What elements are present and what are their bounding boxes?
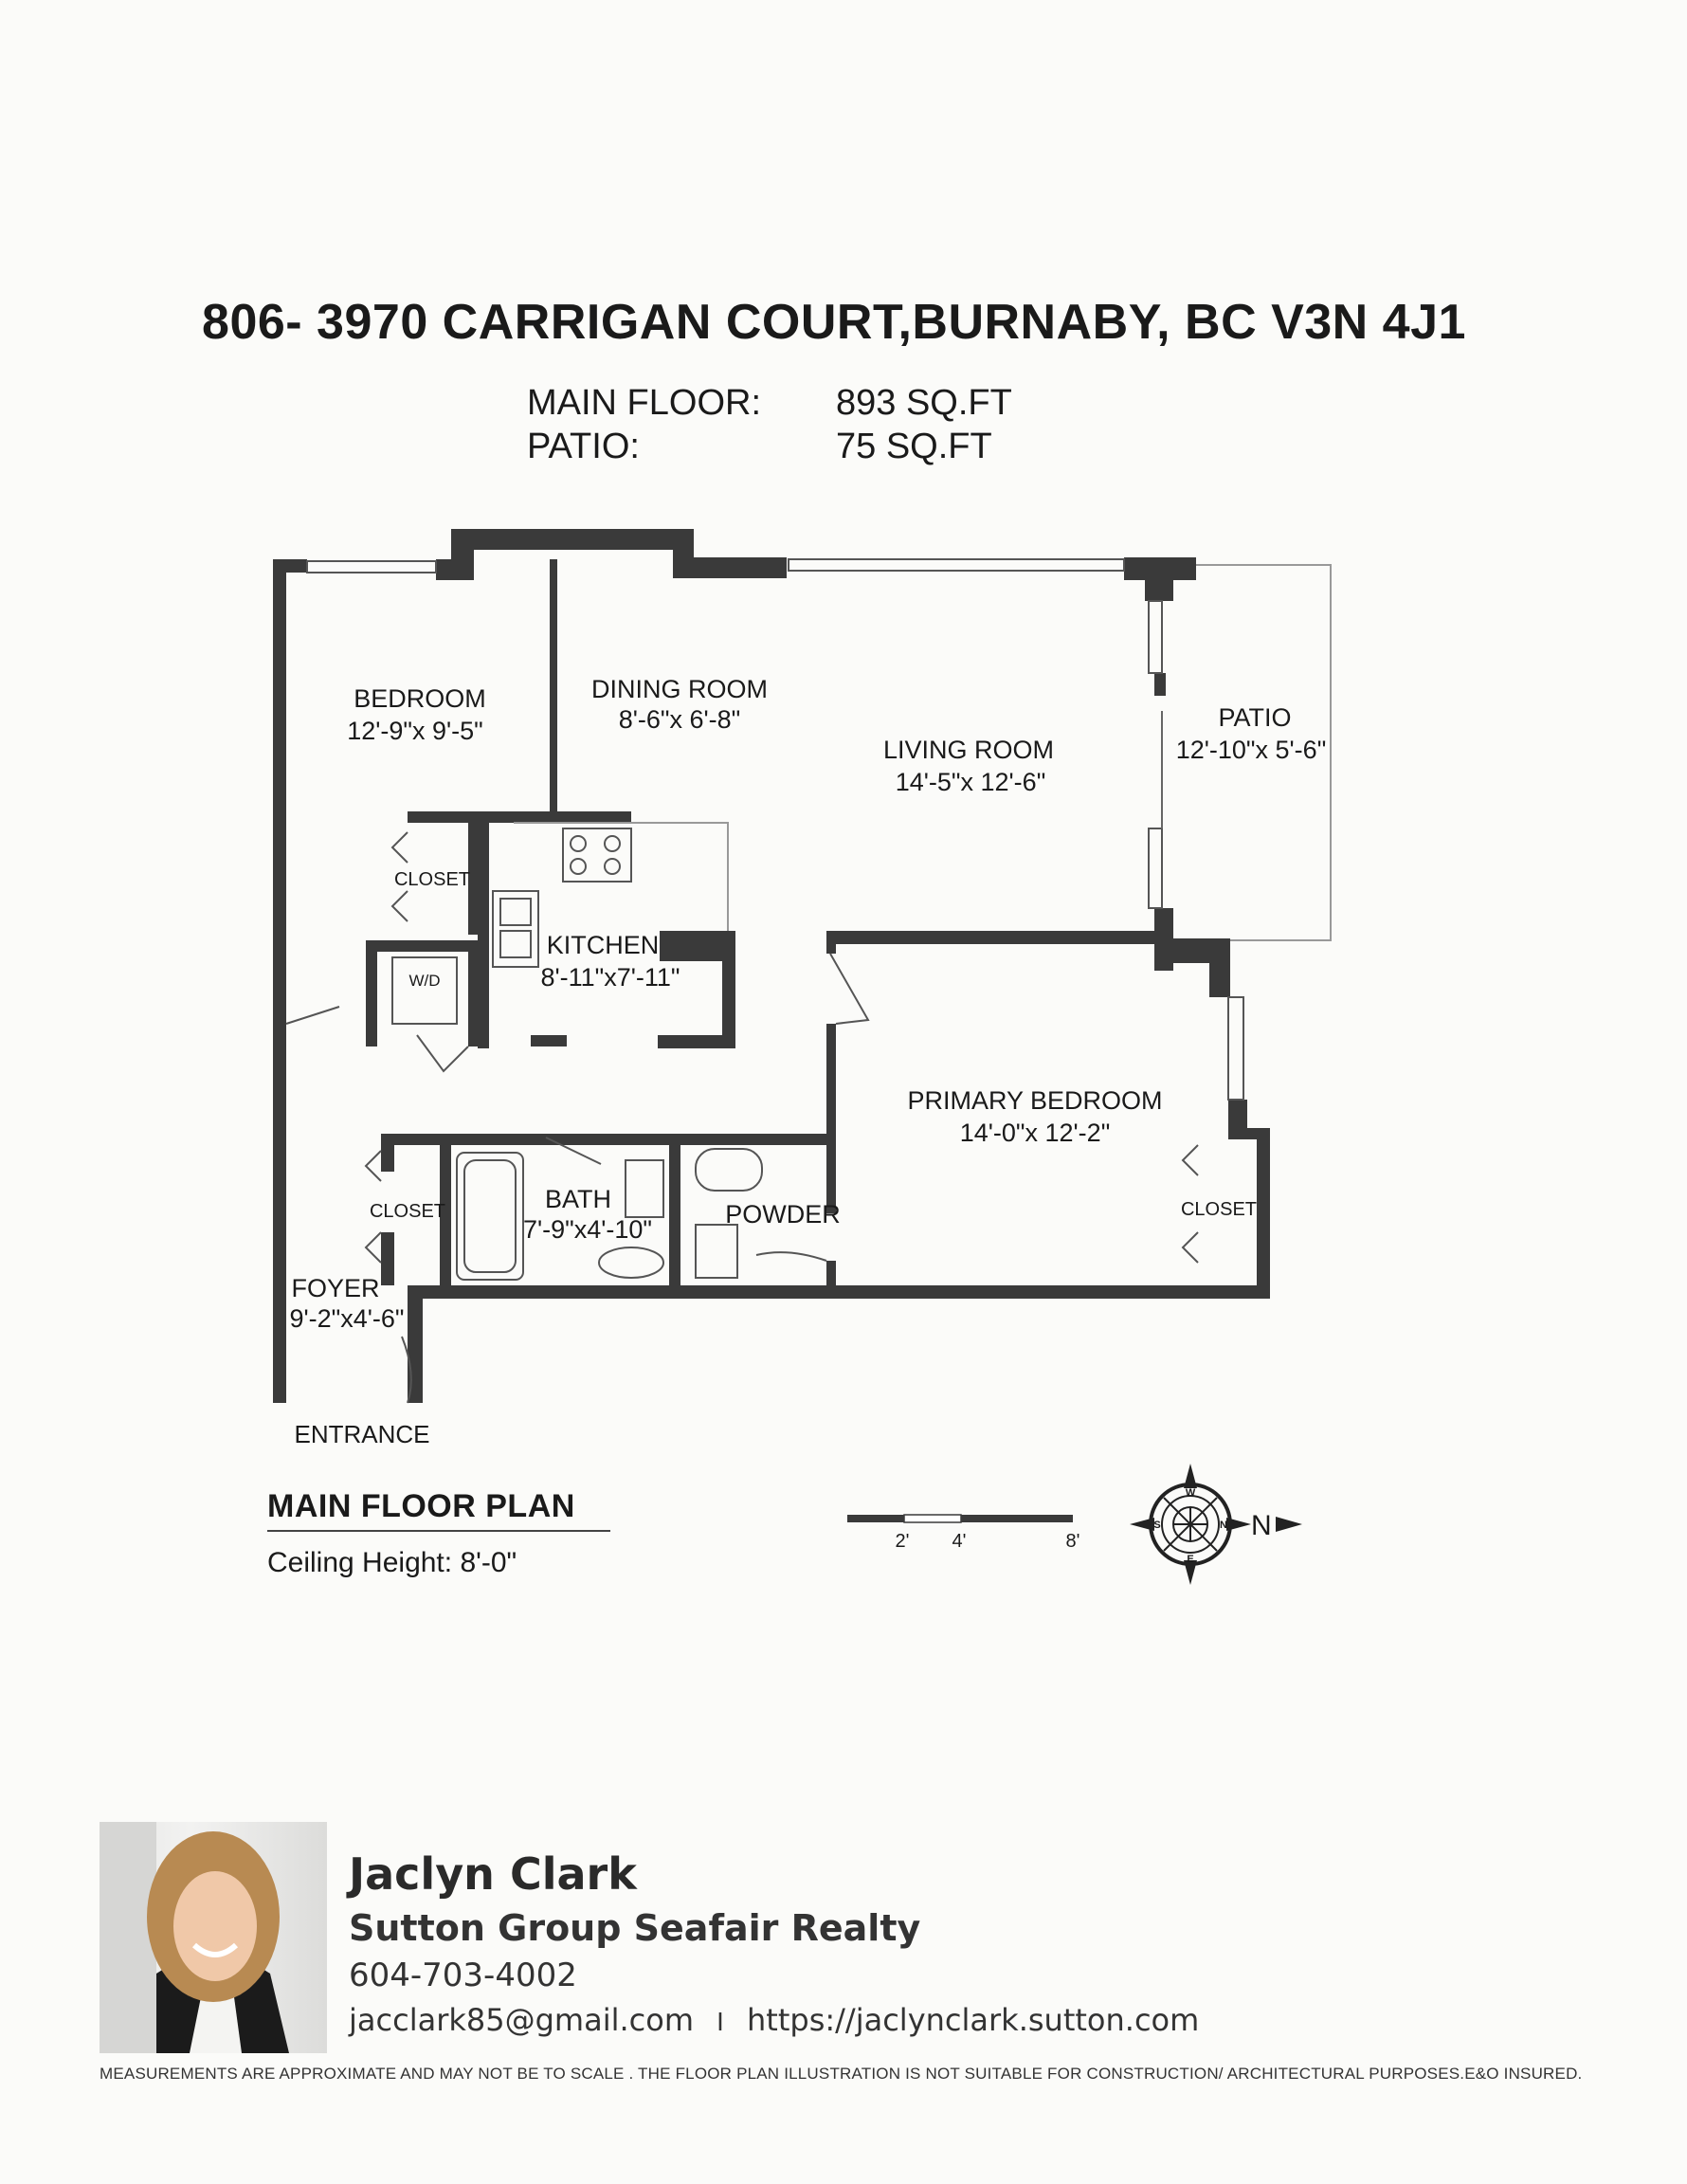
- agent-portrait-icon: [100, 1822, 289, 2053]
- closet-primary-name: CLOSET: [1181, 1199, 1257, 1220]
- compass-rose-icon: W E S N N: [1130, 1464, 1302, 1585]
- wd-name: W/D: [408, 972, 440, 990]
- address-title: 806- 3970 CARRIGAN COURT,BURNABY, BC V3N…: [202, 295, 1466, 350]
- closet-bedroom-name: CLOSET: [394, 869, 470, 890]
- dining-dims: 8'-6"x 6'-8": [619, 705, 741, 734]
- compass-letter-w: W: [1186, 1487, 1196, 1499]
- agent-company: Sutton Group Seafair Realty: [349, 1907, 921, 1949]
- bath-dims: 7'-9"x4'-10": [523, 1215, 652, 1244]
- dining-name: DINING ROOM: [591, 675, 768, 703]
- scale-label-4: 4': [952, 1531, 967, 1552]
- plan-title: MAIN FLOOR PLAN: [267, 1488, 575, 1524]
- primary-name: PRIMARY BEDROOM: [907, 1086, 1162, 1115]
- scale-bar: 2' 4' 8': [847, 1514, 1080, 1552]
- bedroom-dims: 12'-9"x 9'-5": [347, 717, 483, 745]
- agent-email[interactable]: jacclark85@gmail.com: [349, 2002, 694, 2038]
- compass-letter-s: S: [1153, 1520, 1160, 1531]
- patio-label: PATIO:: [527, 427, 640, 466]
- compass-letter-n: N: [1220, 1520, 1227, 1531]
- agent-photo: [100, 1822, 327, 2053]
- ceiling-height: Ceiling Height: 8'-0": [267, 1547, 517, 1578]
- fixtures: [285, 558, 1332, 1404]
- kitchen-name: KITCHEN: [547, 931, 660, 959]
- bedroom-name: BEDROOM: [354, 684, 486, 713]
- primary-dims: 14'-0"x 12'-2": [960, 1119, 1111, 1147]
- agent-name: Jaclyn Clark: [349, 1848, 637, 1900]
- living-dims: 14'-5"x 12'-6": [896, 768, 1046, 796]
- north-arrow-icon: [1276, 1517, 1302, 1532]
- entrance-name: ENTRANCE: [294, 1420, 429, 1448]
- bath-name: BATH: [545, 1185, 611, 1213]
- plan-title-underline: [267, 1530, 610, 1532]
- main-floor-label: MAIN FLOOR:: [527, 383, 762, 423]
- agent-phone[interactable]: 604-703-4002: [349, 1956, 577, 1994]
- contact-separator: I: [717, 2009, 724, 2037]
- foyer-name: FOYER: [291, 1274, 379, 1302]
- closet-foyer-name: CLOSET: [370, 1201, 445, 1222]
- living-name: LIVING ROOM: [883, 736, 1054, 764]
- compass-letter-e: E: [1187, 1554, 1193, 1565]
- walls: [273, 529, 1270, 1403]
- patio-dims: 12'-10"x 5'-6": [1176, 736, 1327, 764]
- kitchen-dims: 8'-11"x7'-11": [540, 963, 680, 992]
- patio-value: 75 SQ.FT: [836, 427, 992, 466]
- main-floor-value: 893 SQ.FT: [836, 383, 1012, 423]
- foyer-dims: 9'-2"x4'-6": [289, 1304, 404, 1333]
- powder-name: POWDER: [725, 1200, 841, 1228]
- agent-contact-line: jacclark85@gmail.com I https://jaclyncla…: [349, 2002, 1199, 2038]
- agent-website[interactable]: https://jaclynclark.sutton.com: [747, 2002, 1200, 2038]
- north-label: N: [1251, 1510, 1272, 1541]
- patio-name: PATIO: [1218, 703, 1291, 732]
- scale-label-8: 8': [1066, 1531, 1080, 1552]
- footer-disclaimer: MEASUREMENTS ARE APPROXIMATE AND MAY NOT…: [100, 2065, 1583, 2083]
- scale-label-2: 2': [896, 1531, 910, 1552]
